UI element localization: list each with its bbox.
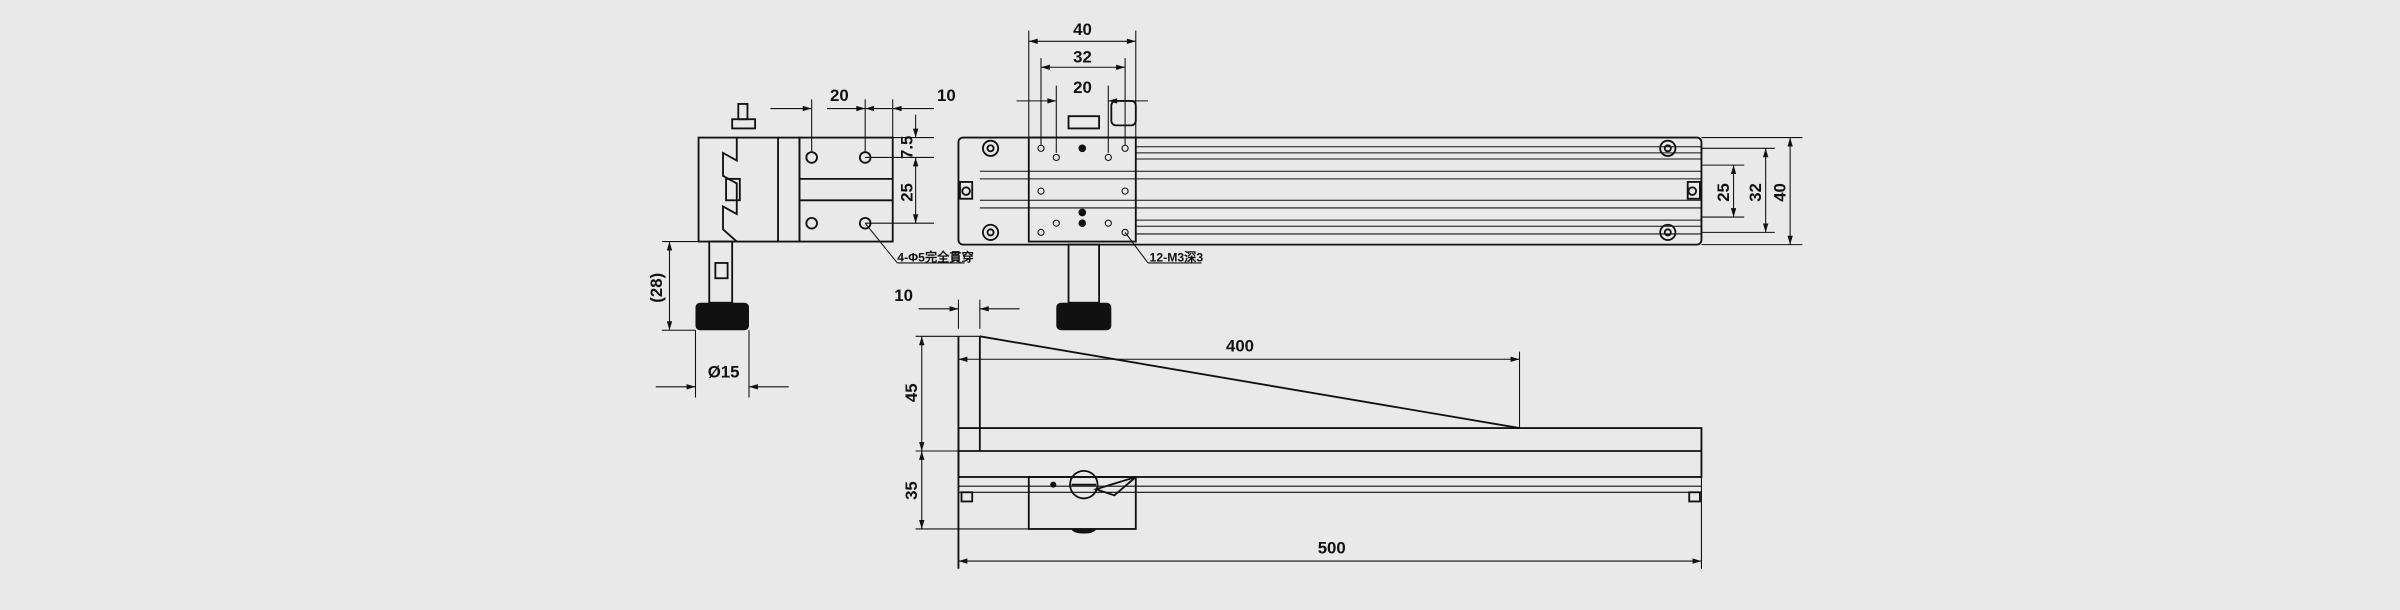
dim-rail-outer: 40 (1771, 183, 1790, 202)
dim-top-hole-pitch: 20 (1073, 78, 1092, 97)
dim-side-pitch: 25 (898, 183, 917, 202)
note-through-holes: 4-Φ5完全貫穿 (897, 249, 974, 264)
dim-top-hole-span: 32 (1073, 48, 1092, 67)
dim-travel: 400 (1226, 337, 1254, 356)
dim-side-offset: 7.5 (898, 136, 917, 159)
dim-height-upper: 45 (902, 383, 921, 402)
end-view: 20 10 7.5 25 4-Φ5完全貫穿 (28) Ø15 (647, 86, 974, 398)
note-tapped-holes: 12-M3深3 (1150, 249, 1204, 264)
dim-length: 500 (1318, 538, 1346, 557)
dim-side-edge: 10 (937, 86, 956, 105)
dim-rail-mid: 32 (1746, 183, 1765, 202)
dim-top-width: 40 (1073, 20, 1092, 39)
dim-rail-inner: 25 (1714, 183, 1733, 202)
dim-knob-height: (28) (647, 273, 666, 303)
dim-knob-diameter: Ø15 (708, 363, 740, 382)
dim-side-hole-pitch: 20 (830, 86, 849, 105)
side-view: 400 10 45 35 500 (894, 286, 1703, 569)
dim-height-lower: 35 (902, 481, 921, 500)
top-view: 40 32 20 12-M3深3 25 32 40 (957, 20, 1803, 331)
dim-front-offset: 10 (894, 286, 913, 305)
